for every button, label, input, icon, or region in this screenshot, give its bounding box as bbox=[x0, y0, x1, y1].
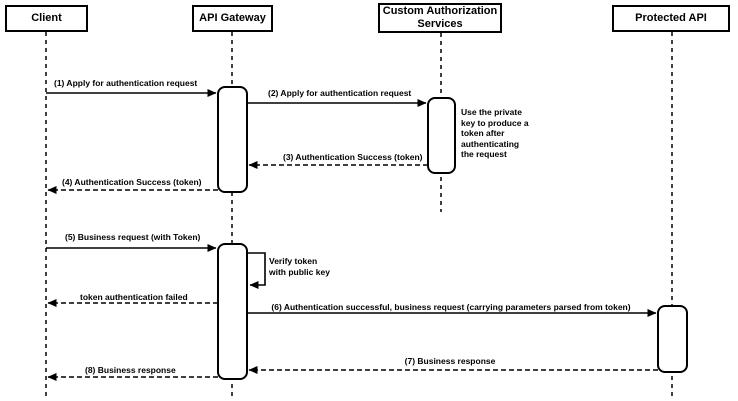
participant-client-label: Client bbox=[31, 11, 62, 24]
participant-custom-authorization-services: Custom Authorization Services bbox=[378, 3, 502, 33]
activation-custom-authorization-services bbox=[427, 97, 456, 174]
message-label-6: (6) Authentication successful, business … bbox=[271, 302, 631, 312]
participant-protected-api-label: Protected API bbox=[635, 11, 707, 24]
note-private-key: Use the private key to produce a token a… bbox=[461, 107, 529, 159]
participant-api-gateway-label: API Gateway bbox=[199, 11, 266, 24]
participant-api-gateway: API Gateway bbox=[192, 5, 273, 32]
self-message-line-verify-token bbox=[247, 252, 266, 289]
participant-protected-api: Protected API bbox=[612, 5, 730, 32]
activation-api-gateway-auth bbox=[217, 86, 248, 193]
message-label-2: (2) Apply for authentication request bbox=[268, 88, 412, 98]
participant-custom-authorization-services-label: Custom Authorization Services bbox=[382, 4, 498, 30]
activation-api-gateway-business bbox=[217, 243, 248, 380]
self-message-label-verify-token: Verify token with public key bbox=[269, 256, 330, 277]
activation-protected-api bbox=[657, 305, 688, 373]
message-label-3: (3) Authentication Success (token) bbox=[283, 152, 423, 162]
message-label-5: (5) Business request (with Token) bbox=[65, 232, 201, 242]
message-label-7: (7) Business response bbox=[404, 356, 496, 366]
message-label-8: (8) Business response bbox=[85, 365, 176, 375]
participant-client: Client bbox=[5, 5, 88, 32]
message-label-token-failed: token authentication failed bbox=[80, 292, 188, 302]
message-label-1: (1) Apply for authentication request bbox=[54, 78, 198, 88]
message-label-4: (4) Authentication Success (token) bbox=[62, 177, 202, 187]
